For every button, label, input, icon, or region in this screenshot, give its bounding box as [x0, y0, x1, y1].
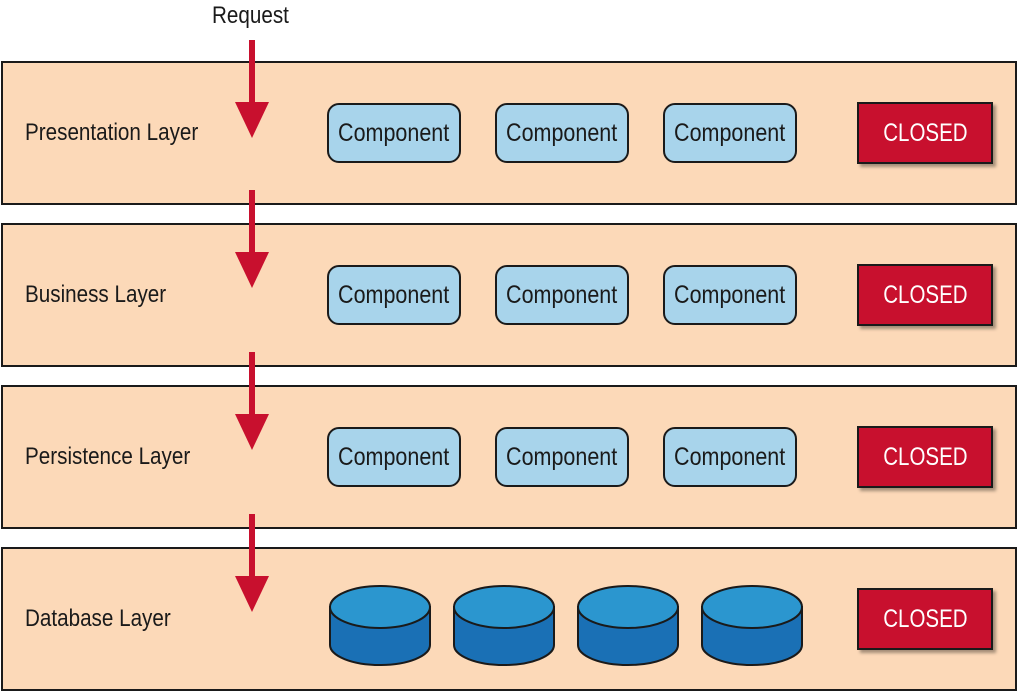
component-box: Component: [495, 427, 629, 487]
component-label: Component: [506, 280, 618, 309]
business-layer: Business Layer Component Component Compo…: [1, 223, 1017, 367]
component-box: Component: [327, 265, 461, 325]
component-label: Component: [338, 280, 450, 309]
component-box: Component: [663, 103, 797, 163]
component-label: Component: [674, 280, 786, 309]
presentation-layer: Presentation Layer Component Component C…: [1, 61, 1017, 205]
layer-label: Business Layer: [25, 281, 167, 308]
down-arrow-icon: [235, 190, 269, 288]
component-box: Component: [327, 103, 461, 163]
database-cylinder-icon: [453, 585, 555, 666]
component-box: Component: [663, 427, 797, 487]
component-box: Component: [495, 265, 629, 325]
layer-label: Presentation Layer: [25, 119, 199, 146]
component-label: Component: [506, 118, 618, 147]
component-label: Component: [506, 442, 618, 471]
closed-label: CLOSED: [882, 280, 968, 309]
component-box: Component: [663, 265, 797, 325]
down-arrow-icon: [235, 352, 269, 450]
down-arrow-icon: [235, 40, 269, 138]
database-cylinder-icon: [329, 585, 431, 666]
closed-badge: CLOSED: [857, 426, 993, 488]
request-label: Request: [212, 2, 289, 29]
component-label: Component: [338, 118, 450, 147]
closed-badge: CLOSED: [857, 102, 993, 164]
closed-label: CLOSED: [882, 442, 968, 471]
component-label: Component: [674, 442, 786, 471]
component-box: Component: [495, 103, 629, 163]
closed-badge: CLOSED: [857, 588, 993, 650]
persistence-layer: Persistence Layer Component Component Co…: [1, 385, 1017, 529]
layer-label: Database Layer: [25, 605, 171, 632]
closed-badge: CLOSED: [857, 264, 993, 326]
component-box: Component: [327, 427, 461, 487]
closed-label: CLOSED: [882, 604, 968, 633]
database-cylinder-icon: [577, 585, 679, 666]
down-arrow-icon: [235, 514, 269, 612]
layer-label: Persistence Layer: [25, 443, 191, 470]
component-label: Component: [674, 118, 786, 147]
database-cylinder-icon: [701, 585, 803, 666]
closed-label: CLOSED: [882, 118, 968, 147]
database-layer: Database Layer CLOSED: [1, 547, 1017, 691]
component-label: Component: [338, 442, 450, 471]
